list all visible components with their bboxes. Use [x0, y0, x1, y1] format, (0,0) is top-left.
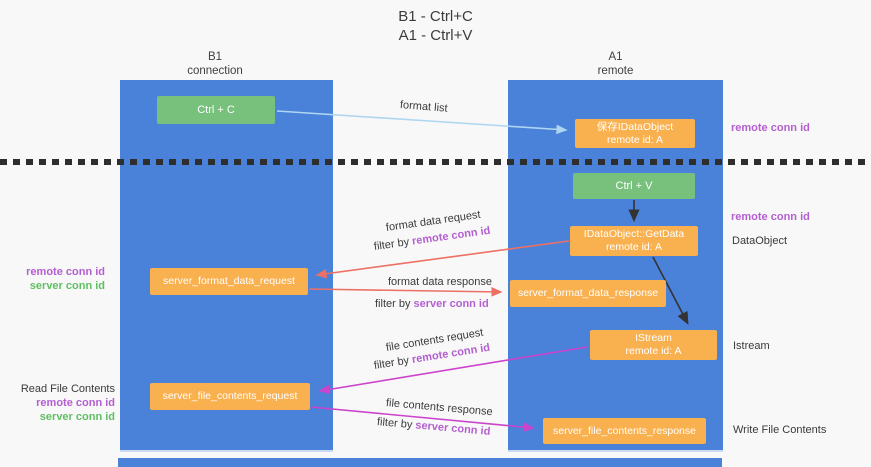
ctrl-c-label: Ctrl + C — [197, 103, 235, 116]
node-server-file-contents-request: server_file_contents_request — [150, 383, 310, 410]
left-remote-conn-id-1: remote conn id — [26, 266, 105, 278]
diagram-title: B1 - Ctrl+C A1 - Ctrl+V — [0, 7, 871, 45]
annotation-read-file-contents: Read File Contents — [20, 383, 115, 395]
lane-a1-name: A1 — [608, 51, 623, 63]
annotation-remote-conn-id-mid: remote conn id — [731, 211, 810, 223]
node-idataobject-getdata: IDataObject::GetData remote id: A — [570, 226, 698, 256]
node-server-format-data-request: server_format_data_request — [150, 268, 308, 295]
lane-header-b1: B1 connection — [125, 50, 305, 78]
getdata-line2: remote id: A — [605, 241, 663, 253]
left-server-conn-id-2: server conn id — [39, 411, 115, 423]
format-response-filter-prefix: filter by — [375, 298, 414, 310]
server-format-data-request-label: server_format_data_request — [163, 275, 295, 287]
lane-a1-role: remote — [597, 65, 634, 77]
annotation-istream: Istream — [733, 340, 770, 352]
ctrl-v-label: Ctrl + V — [615, 179, 653, 192]
left-server-conn-id-1: server conn id — [29, 280, 105, 292]
istream-line2: remote id: A — [625, 345, 682, 357]
save-idataobject-line1: 保存IDataObject — [596, 120, 674, 133]
node-server-file-contents-response: server_file_contents_response — [543, 418, 706, 444]
lane-header-a1: A1 remote — [508, 50, 723, 78]
save-idataobject-line2: remote id: A — [606, 133, 664, 146]
node-save-idataobject: 保存IDataObject remote id: A — [575, 119, 695, 148]
title-line-2: A1 - Ctrl+V — [398, 27, 473, 44]
getdata-line1: IDataObject::GetData — [583, 228, 685, 240]
istream-line1: IStream — [635, 332, 672, 344]
annotation-write-file-contents: Write File Contents — [733, 424, 827, 436]
bottom-lane-strip — [118, 458, 722, 467]
file-request-filter-prefix: filter by — [373, 354, 413, 372]
label-format-data-response: format data response — [388, 276, 492, 288]
lane-b1-role: connection — [187, 65, 243, 77]
node-ctrl-v: Ctrl + V — [573, 173, 695, 199]
file-response-filter-prefix: filter by — [376, 416, 416, 432]
node-istream: IStream remote id: A — [590, 330, 717, 360]
file-response-filter-key: server conn id — [414, 419, 491, 438]
node-server-format-data-response: server_format_data_response — [510, 280, 666, 307]
lane-b1-name: B1 — [207, 51, 223, 63]
label-file-response-filter: filter by server conn id — [376, 416, 490, 438]
annotation-group-format: remote conn id server conn id — [5, 265, 105, 293]
label-format-response-filter: filter by server conn id — [375, 298, 489, 310]
title-line-1: B1 - Ctrl+C — [398, 8, 473, 25]
format-response-filter-key: server conn id — [413, 298, 489, 310]
label-format-list: format list — [399, 99, 449, 115]
annotation-dataobject: DataObject — [732, 235, 788, 247]
arrow-format-data-response — [308, 287, 503, 297]
server-format-data-response-label: server_format_data_response — [517, 287, 659, 299]
label-file-contents-response: file contents response — [385, 397, 494, 419]
format-request-filter-prefix: filter by — [373, 235, 413, 253]
annotation-remote-conn-id-top: remote conn id — [731, 122, 810, 134]
server-file-contents-response-label: server_file_contents_response — [552, 424, 696, 437]
node-ctrl-c: Ctrl + C — [157, 96, 275, 124]
left-remote-conn-id-2: remote conn id — [36, 397, 115, 409]
server-file-contents-request-label: server_file_contents_request — [162, 390, 298, 402]
annotation-group-file: Read File Contents remote conn id server… — [5, 382, 115, 424]
